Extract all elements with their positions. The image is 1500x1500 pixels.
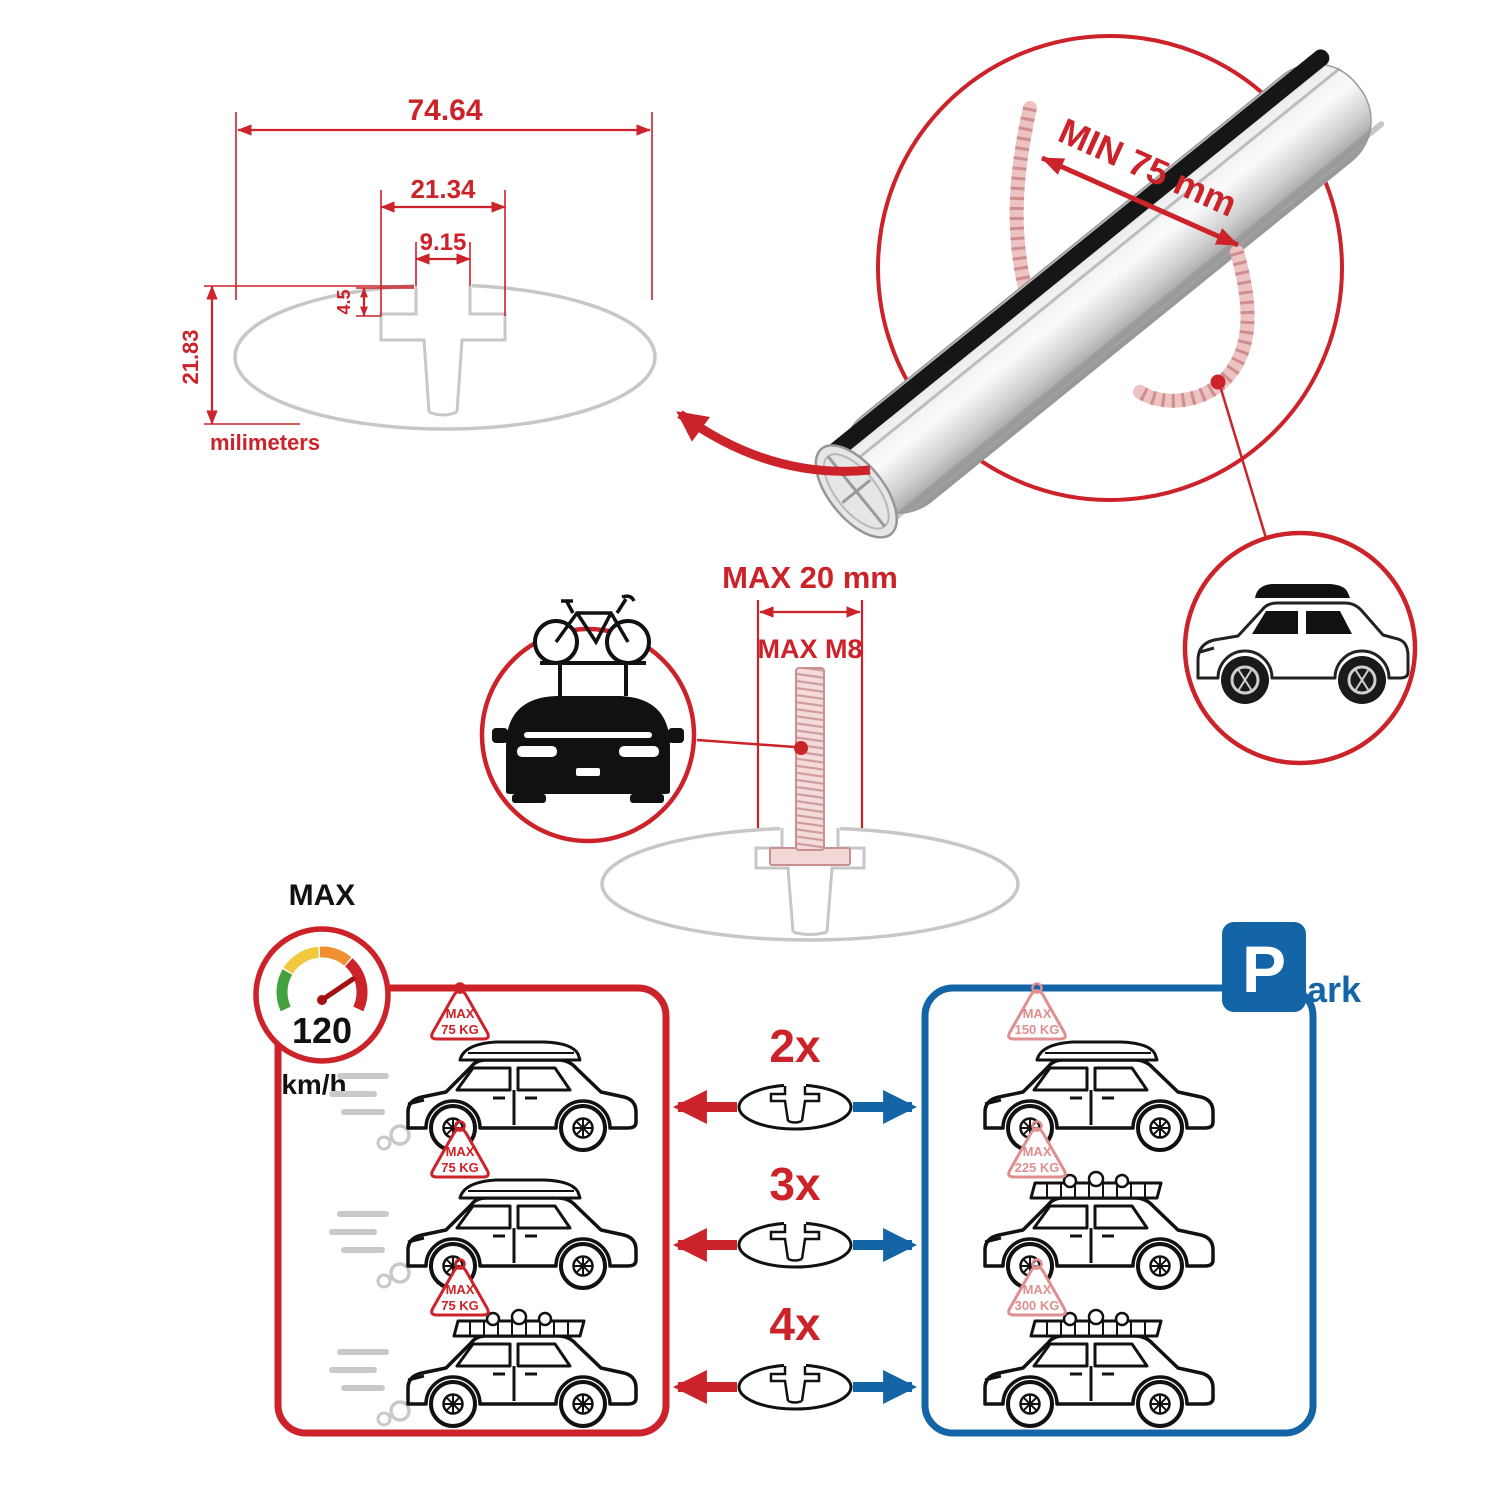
suv-icon — [1196, 584, 1410, 704]
max-load-badge: MAX 75 KG — [430, 982, 490, 1041]
max-load-badge: MAX 75 KG — [430, 1120, 490, 1179]
bolt-shaft — [795, 667, 825, 851]
driving-car-3: MAX 75 KG — [332, 1258, 636, 1427]
speed-value: 120 — [292, 1010, 352, 1051]
dimension-lines — [204, 112, 653, 425]
cross-section-dimension-diagram: 74.64 21.34 9.15 4.5 21.83 milimeters — [178, 94, 657, 455]
dim-channel-width-label: 21.34 — [410, 174, 476, 204]
combination-row-2: 3x — [672, 1158, 918, 1269]
callout-line-suv — [1219, 388, 1268, 539]
badge-title: MAX — [446, 1006, 475, 1021]
suv-roofbox-view — [1182, 530, 1418, 766]
profile-oval — [233, 283, 657, 431]
combination-count: 4x — [769, 1298, 821, 1350]
badge-title: MAX — [446, 1144, 475, 1159]
max-load-badge: MAX 225 KG — [1007, 1120, 1067, 1179]
crossbar-detail-view: MIN 75 mm — [676, 34, 1385, 539]
badge-load: 225 KG — [1015, 1160, 1060, 1175]
cross-section-pointer-arrow — [676, 410, 871, 476]
combination-row-1: 2x — [672, 1020, 918, 1131]
park-sign-suffix: ark — [1307, 969, 1362, 1010]
roof-box-icon — [458, 1040, 582, 1062]
callout-line-car — [696, 738, 796, 749]
parked-car-2: MAX 225 KG — [985, 1120, 1213, 1289]
aluminum-crossbar — [814, 49, 1385, 539]
combination-count: 3x — [769, 1158, 821, 1210]
roof-box-icon — [1035, 1040, 1159, 1062]
profile-t-slot-ghost — [754, 828, 866, 936]
combination-row-3: 4x — [672, 1298, 918, 1411]
driving-car-1: MAX 75 KG — [332, 982, 636, 1151]
driving-car-2: MAX 75 KG — [332, 1120, 636, 1289]
dim-total-width-label: 74.64 — [407, 94, 482, 127]
callout-dot-bolt — [794, 741, 808, 755]
badge-title: MAX — [1023, 1282, 1052, 1297]
crossbar-icon — [737, 1080, 853, 1131]
gauge-needle — [319, 976, 356, 1003]
roof-box-icon — [458, 1178, 582, 1200]
badge-load: 75 KG — [441, 1160, 479, 1175]
car-bike-view — [479, 594, 697, 844]
badge-title: MAX — [1023, 1144, 1052, 1159]
badge-load: 300 KG — [1015, 1298, 1060, 1313]
crossbar-icon — [737, 1218, 853, 1269]
bolt-max-length-label: MAX 20 mm — [722, 560, 898, 595]
speed-limit-gauge: MAX 120 km/h — [253, 879, 391, 1100]
badge-title: MAX — [446, 1282, 475, 1297]
max-load-badge: MAX 300 KG — [1007, 1258, 1067, 1317]
parked-car-3: MAX 300 KG — [985, 1258, 1213, 1427]
dim-profile-height-label: 21.83 — [178, 329, 203, 384]
dim-lip-height-label: 4.5 — [334, 289, 354, 314]
min-span-arrow — [1040, 155, 1240, 248]
park-sign: P ark — [1222, 922, 1362, 1012]
crossbar-icon — [737, 1360, 853, 1411]
bolt-dimension-lines — [756, 600, 864, 828]
bolt-max-thread-label: MAX M8 — [757, 634, 862, 664]
dim-slot-width-label: 9.15 — [420, 229, 467, 256]
badge-load: 75 KG — [441, 1298, 479, 1313]
badge-load: 75 KG — [441, 1022, 479, 1037]
car-front-icon — [492, 696, 684, 803]
combination-count: 2x — [769, 1020, 821, 1072]
units-label: milimeters — [210, 430, 320, 455]
speed-heading: MAX — [289, 879, 356, 912]
max-load-badge: MAX 75 KG — [430, 1258, 490, 1317]
park-sign-letter: P — [1242, 932, 1286, 1006]
bolt-dimension-diagram: MAX 20 mm MAX M8 — [600, 560, 1020, 942]
bike-icon — [533, 594, 651, 696]
badge-title: MAX — [1023, 1006, 1052, 1021]
badge-load: 150 KG — [1015, 1022, 1060, 1037]
callout-dot-clamp — [1210, 374, 1226, 390]
profile-t-slot — [379, 286, 507, 417]
max-load-badge: MAX 150 KG — [1007, 982, 1067, 1041]
parked-car-1: MAX 150 KG — [985, 982, 1213, 1151]
